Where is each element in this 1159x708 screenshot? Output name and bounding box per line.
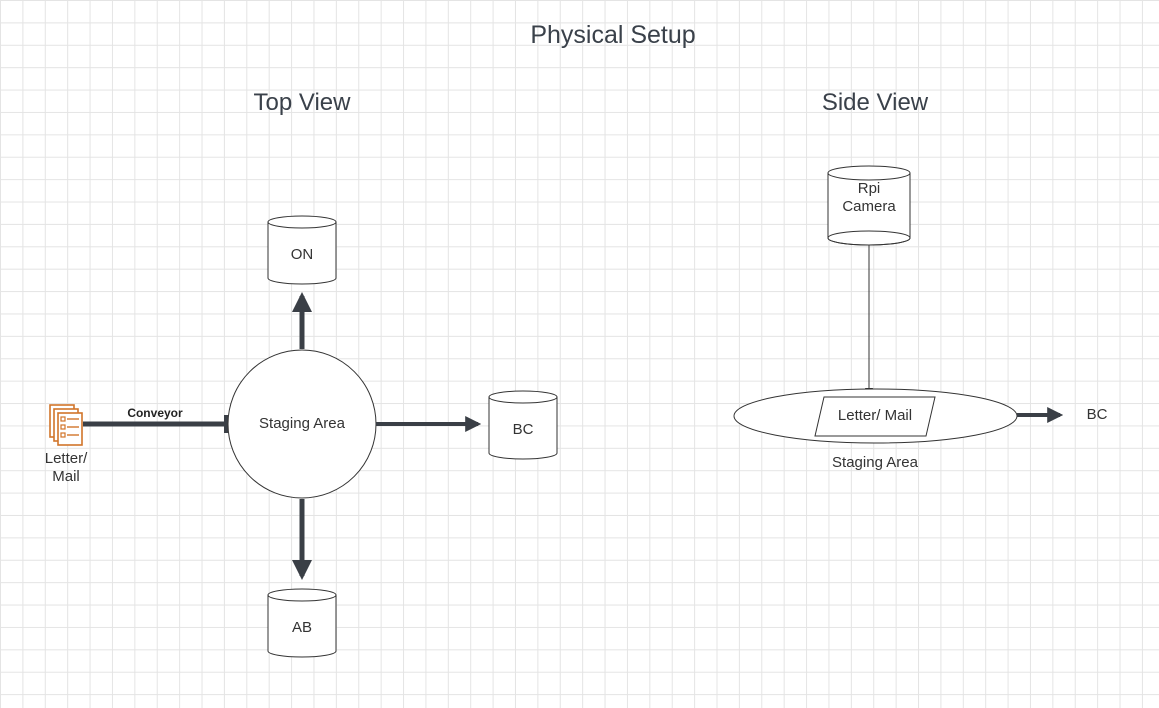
conveyor-label: Conveyor bbox=[127, 406, 183, 420]
db-on-cylinder bbox=[267, 215, 337, 285]
db-bc-label: BC bbox=[513, 421, 534, 438]
letter-mail-label: Letter/ Mail bbox=[838, 407, 912, 424]
rpi-camera-cylinder bbox=[827, 165, 911, 246]
db-bc-cylinder bbox=[488, 390, 558, 460]
top-view-heading: Top View bbox=[254, 89, 352, 116]
side-bc-label: BC bbox=[1087, 406, 1108, 423]
side-view-heading: Side View bbox=[822, 89, 929, 116]
staging-area-label: Staging Area bbox=[259, 415, 346, 432]
source-label-line2: Mail bbox=[52, 468, 80, 485]
db-ab-cylinder bbox=[267, 588, 337, 658]
page-title: Physical Setup bbox=[530, 21, 695, 49]
db-ab-label: AB bbox=[292, 619, 312, 636]
source-label-line1: Letter/ bbox=[45, 450, 88, 467]
camera-label-line2: Camera bbox=[842, 198, 896, 215]
letter-mail-box bbox=[814, 396, 936, 437]
camera-label-line1: Rpi bbox=[858, 180, 881, 197]
side-staging-label: Staging Area bbox=[832, 454, 919, 471]
letter-mail-icon bbox=[49, 404, 83, 446]
db-on-label: ON bbox=[291, 246, 314, 263]
